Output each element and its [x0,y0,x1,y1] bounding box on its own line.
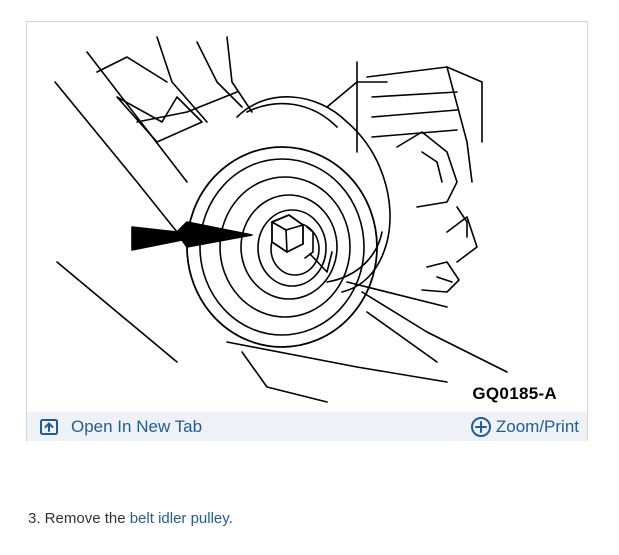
zoom-print-label: Zoom/Print [495,417,579,436]
zoom-print-link[interactable]: Zoom/Print [470,414,579,440]
instruction-step: 3. Remove the belt idler pulley. [28,510,233,527]
figure-toolbar: Open In New Tab Zoom/Print [27,412,587,441]
figure-code-label: GQ0185-A [472,384,557,403]
zoom-plus-circle-icon [470,416,492,438]
open-in-new-tab-label: Open In New Tab [71,417,203,436]
belt-idler-pulley-link[interactable]: belt idler pulley [129,510,229,527]
open-in-new-tab-link[interactable]: Open In New Tab [39,416,202,438]
instruction-suffix: . [228,510,233,527]
instruction-prefix: 3. Remove the [28,510,130,527]
idler-pulley-illustration [54,36,508,403]
open-new-tab-icon [39,417,59,437]
figure-container: GQ0185-A Open In New Tab Zoom/Print [26,21,588,441]
